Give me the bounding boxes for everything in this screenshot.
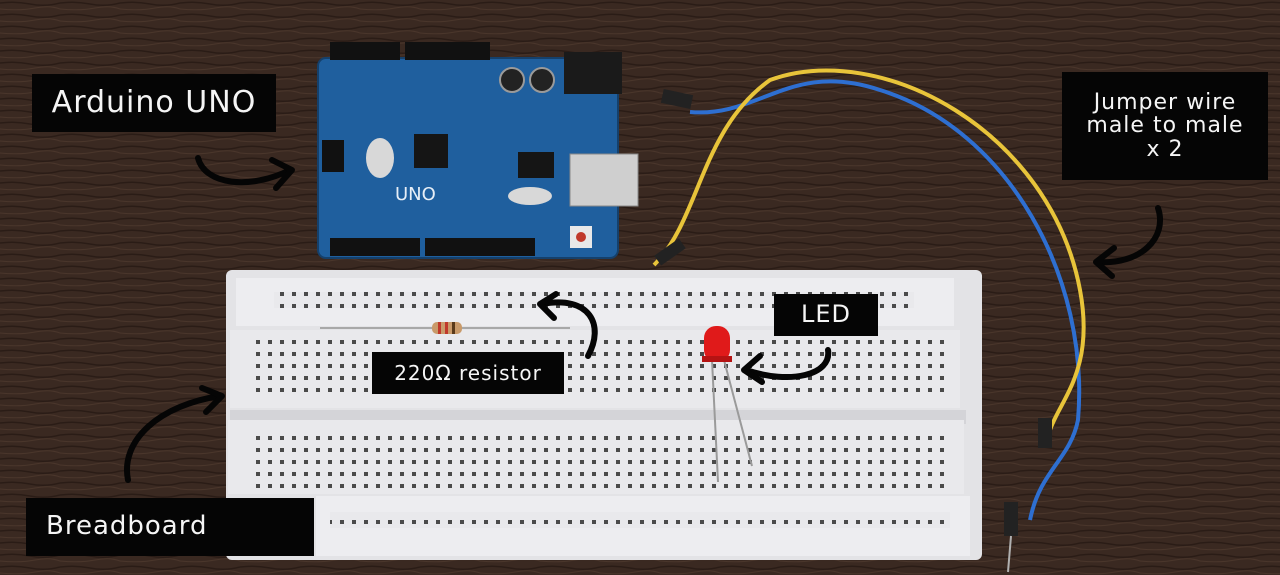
label-resistor: 220Ω resistor xyxy=(372,352,564,394)
curved-arrow-icon xyxy=(537,291,598,359)
breadboard xyxy=(226,270,982,560)
label-led: LED xyxy=(774,294,878,336)
arduino-board: UNO xyxy=(317,42,639,259)
curved-arrow-icon xyxy=(741,347,832,385)
led xyxy=(702,326,753,483)
label-arduino-uno: Arduino UNO xyxy=(32,74,276,132)
curved-arrow-icon xyxy=(124,385,225,483)
curved-arrow-icon xyxy=(195,155,295,191)
jumper-wires xyxy=(652,68,1086,573)
label-jumper-wire: Jumper wire male to male x 2 xyxy=(1062,72,1268,180)
resistor xyxy=(320,322,570,334)
curved-arrow-icon xyxy=(1093,205,1163,279)
label-breadboard: Breadboard xyxy=(26,498,314,556)
uno-marking: UNO xyxy=(395,184,436,205)
